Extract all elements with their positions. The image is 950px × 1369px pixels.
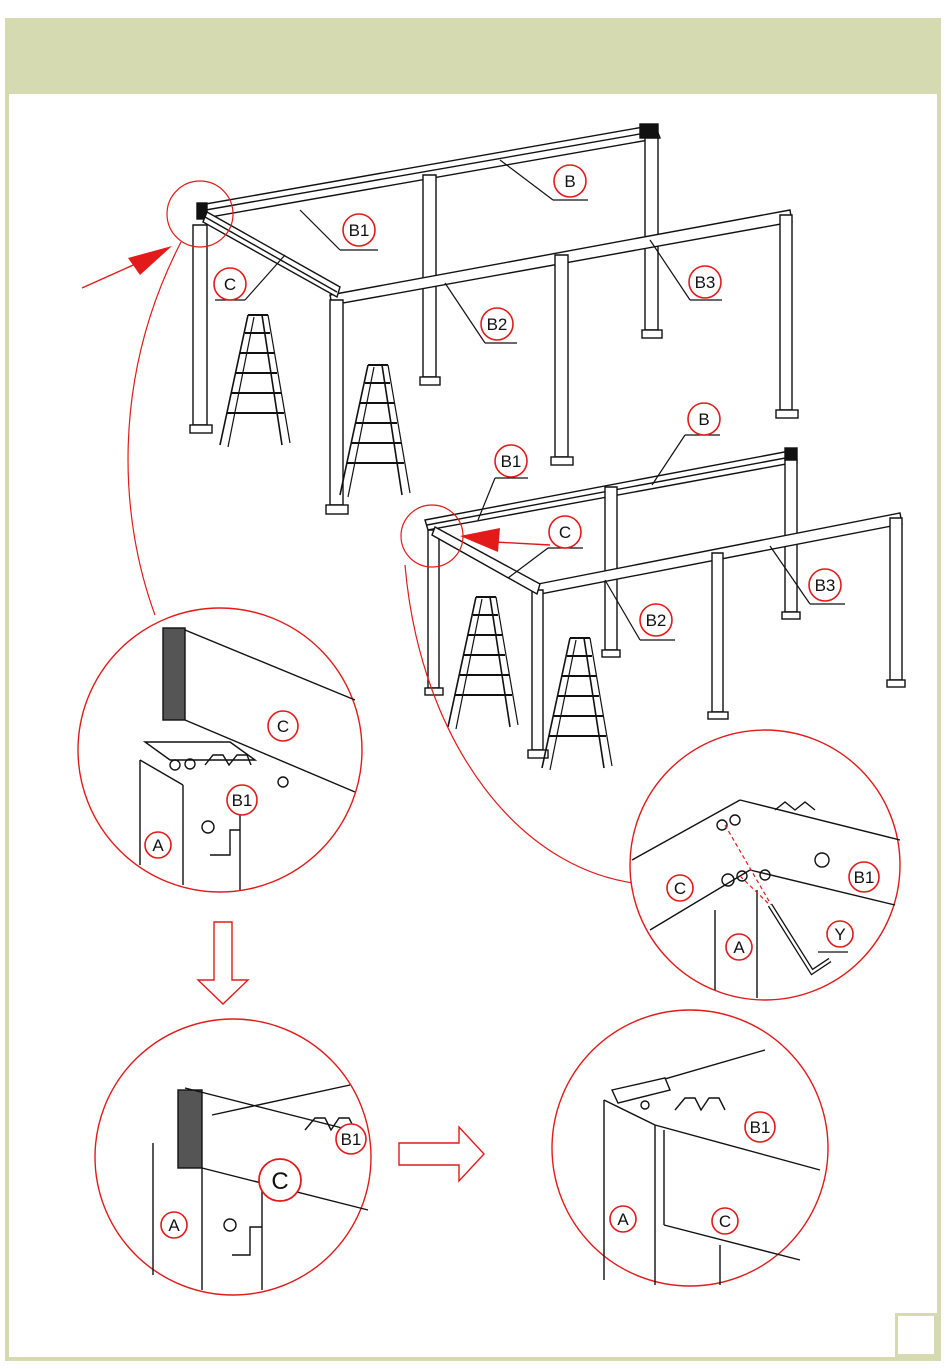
label-b1-d4: B1 bbox=[745, 1112, 775, 1142]
svg-text:B1: B1 bbox=[349, 221, 370, 240]
svg-text:B: B bbox=[564, 172, 575, 191]
step-ladder-icon bbox=[220, 315, 290, 447]
red-pointer-arrow-icon bbox=[128, 246, 172, 275]
detail-view-3: C B1 A bbox=[95, 1019, 371, 1295]
step-ladder-icon bbox=[542, 638, 612, 770]
label-b2-top: B2 bbox=[481, 308, 513, 340]
svg-text:B2: B2 bbox=[646, 611, 667, 630]
label-b2-mid: B2 bbox=[640, 604, 672, 636]
hollow-down-arrow-icon bbox=[198, 922, 248, 1004]
svg-text:B1: B1 bbox=[750, 1118, 771, 1137]
label-a-d1: A bbox=[145, 832, 171, 858]
label-c-d3: C bbox=[259, 1159, 301, 1201]
label-b3-top: B3 bbox=[689, 266, 721, 298]
svg-text:B1: B1 bbox=[854, 868, 875, 887]
svg-text:C: C bbox=[559, 523, 571, 542]
svg-text:C: C bbox=[674, 879, 686, 898]
svg-text:A: A bbox=[168, 1216, 180, 1235]
label-c-mid: C bbox=[549, 516, 581, 548]
svg-text:C: C bbox=[277, 717, 289, 736]
label-b3-mid: B3 bbox=[809, 569, 841, 601]
label-b-mid: B bbox=[688, 403, 720, 435]
svg-text:B2: B2 bbox=[487, 315, 508, 334]
hollow-right-arrow-icon bbox=[399, 1127, 484, 1181]
label-b1-mid: B1 bbox=[495, 445, 527, 477]
label-c-d4: C bbox=[712, 1208, 738, 1234]
svg-text:C: C bbox=[271, 1168, 288, 1195]
svg-text:B1: B1 bbox=[501, 452, 522, 471]
label-b1-top: B1 bbox=[343, 214, 375, 246]
svg-text:B3: B3 bbox=[695, 273, 716, 292]
label-b1-d1: B1 bbox=[227, 785, 257, 815]
label-a-d4: A bbox=[610, 1206, 636, 1232]
detail-view-4: B1 A C bbox=[552, 1010, 828, 1286]
svg-text:B3: B3 bbox=[815, 576, 836, 595]
label-c-d2: C bbox=[667, 875, 693, 901]
svg-text:A: A bbox=[617, 1210, 629, 1229]
step-ladder-icon bbox=[448, 597, 518, 729]
svg-text:B1: B1 bbox=[232, 791, 253, 810]
detail-view-1: C B1 A bbox=[78, 608, 362, 892]
step-ladder-icon bbox=[340, 365, 410, 497]
label-c-top: C bbox=[214, 268, 246, 300]
svg-text:A: A bbox=[152, 836, 164, 855]
svg-text:C: C bbox=[224, 275, 236, 294]
svg-text:C: C bbox=[719, 1212, 731, 1231]
svg-text:B1: B1 bbox=[341, 1130, 362, 1149]
label-a-d3: A bbox=[161, 1212, 187, 1238]
detail-view-2: C B1 A Y bbox=[630, 730, 900, 1000]
label-b1-d3: B1 bbox=[336, 1124, 366, 1154]
label-c-d1: C bbox=[268, 711, 298, 741]
label-b1-d2: B1 bbox=[849, 862, 879, 892]
label-a-d2: A bbox=[726, 934, 752, 960]
label-b-top: B bbox=[554, 165, 586, 197]
svg-text:Y: Y bbox=[834, 925, 845, 944]
svg-text:B: B bbox=[698, 410, 709, 429]
svg-text:A: A bbox=[733, 938, 745, 957]
